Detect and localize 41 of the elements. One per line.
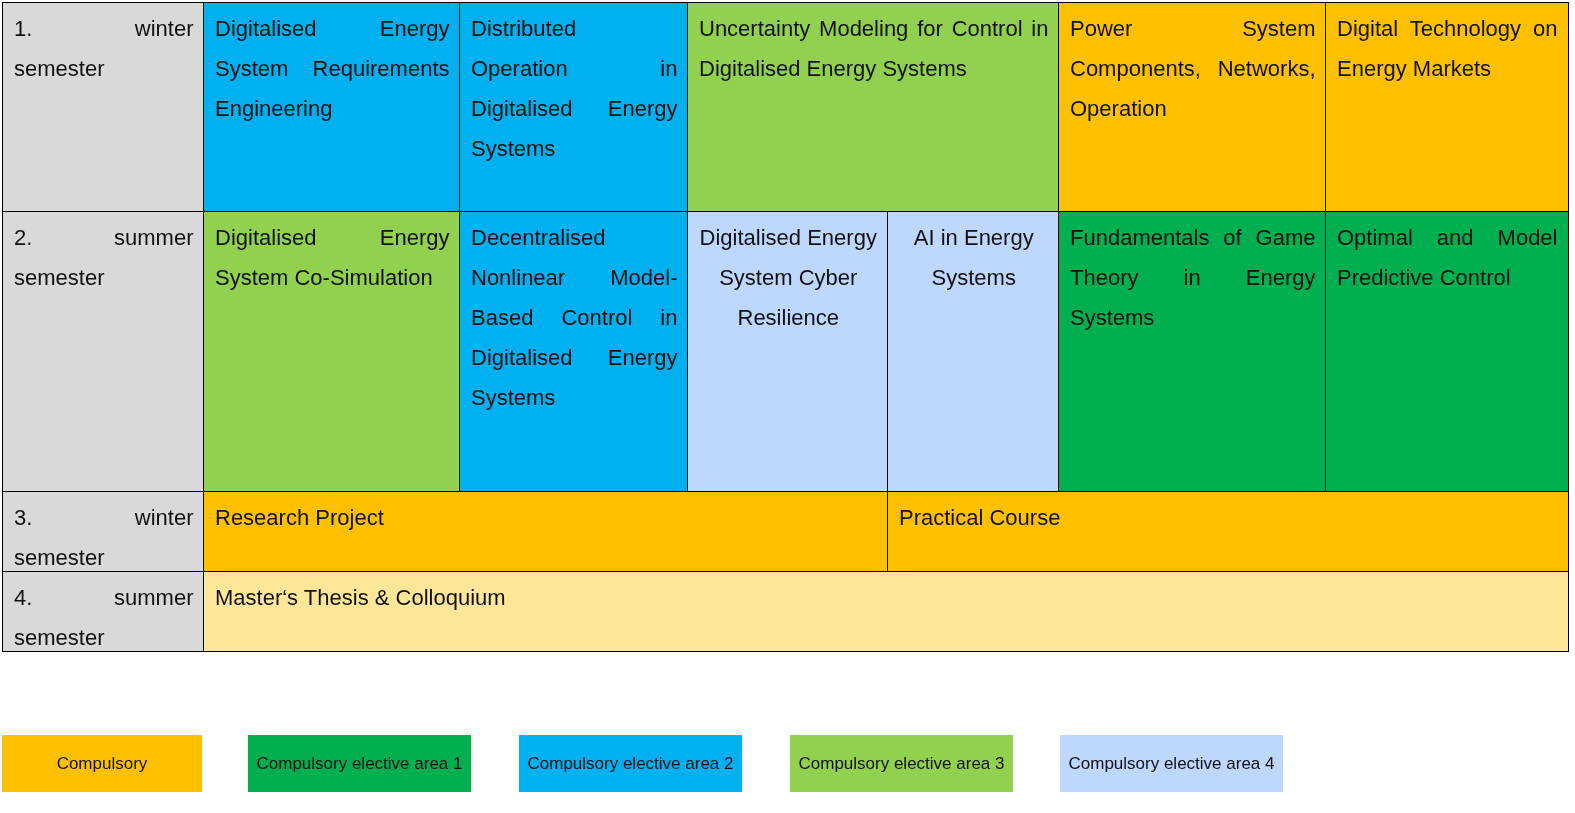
semester-header-cell (2, 211, 205, 493)
legend-text: Compulsory elective area 4 (1068, 752, 1275, 775)
module-cell (887, 491, 1569, 573)
cell-text: 4. summer semester (14, 584, 194, 651)
legend-text: Compulsory elective area 3 (798, 752, 1005, 775)
cell-text: Power System Components, Networks, Operation (1070, 15, 1316, 123)
cell-text: 2. summer semester (14, 224, 194, 292)
module-cell (203, 211, 461, 493)
module-cell (687, 2, 1060, 213)
cell-text: Digitalised Energy System Co-Simulation (215, 224, 450, 292)
cell-text: Digitalised Energy System Requirements Engineering (215, 15, 450, 123)
module-cell (1058, 2, 1327, 213)
cell-text: Digitalised Energy System Cyber Resilience (699, 224, 878, 332)
module-cell (1325, 2, 1569, 213)
legend-text: Compulsory (56, 752, 148, 775)
cell-text: Distributed Operation in Digitalised Energy Systems (471, 15, 678, 163)
module-cell (459, 2, 689, 213)
cell-text: Practical Course (899, 504, 1062, 532)
module-cell (203, 2, 461, 213)
semester-header-cell (2, 571, 205, 652)
cell-text: Optimal and Model Predictive Control (1337, 224, 1558, 292)
module-cell (203, 571, 1569, 652)
module-cell (887, 211, 1060, 493)
semester-header-cell (2, 491, 205, 573)
cell-text: Master‘s Thesis & Colloquium (215, 584, 507, 612)
module-cell (687, 211, 889, 493)
semester-header-cell (2, 2, 205, 213)
module-cell (1058, 211, 1327, 493)
cell-text: Research Project (215, 504, 385, 532)
cell-text: 1. winter semester (14, 15, 194, 83)
cell-text: Fundamentals of Game Theory in Energy Systems (1070, 224, 1316, 332)
module-cell (203, 491, 889, 573)
cell-text: Digital Technology on Energy Markets (1337, 15, 1558, 83)
module-cell (459, 211, 689, 493)
cell-text: Decentralised Nonlinear Model-Based Control in Digitalised Energy Systems (471, 224, 678, 412)
cell-text: AI in Energy Systems (912, 224, 1035, 292)
cell-text: 3. winter semester (14, 504, 194, 572)
cell-text: Uncertainty Modeling for Control in Digitalised Energy Systems (699, 15, 1049, 83)
module-cell (1325, 211, 1569, 493)
legend-text: Compulsory elective area 1 (256, 752, 463, 775)
legend-text: Compulsory elective area 2 (527, 752, 734, 775)
